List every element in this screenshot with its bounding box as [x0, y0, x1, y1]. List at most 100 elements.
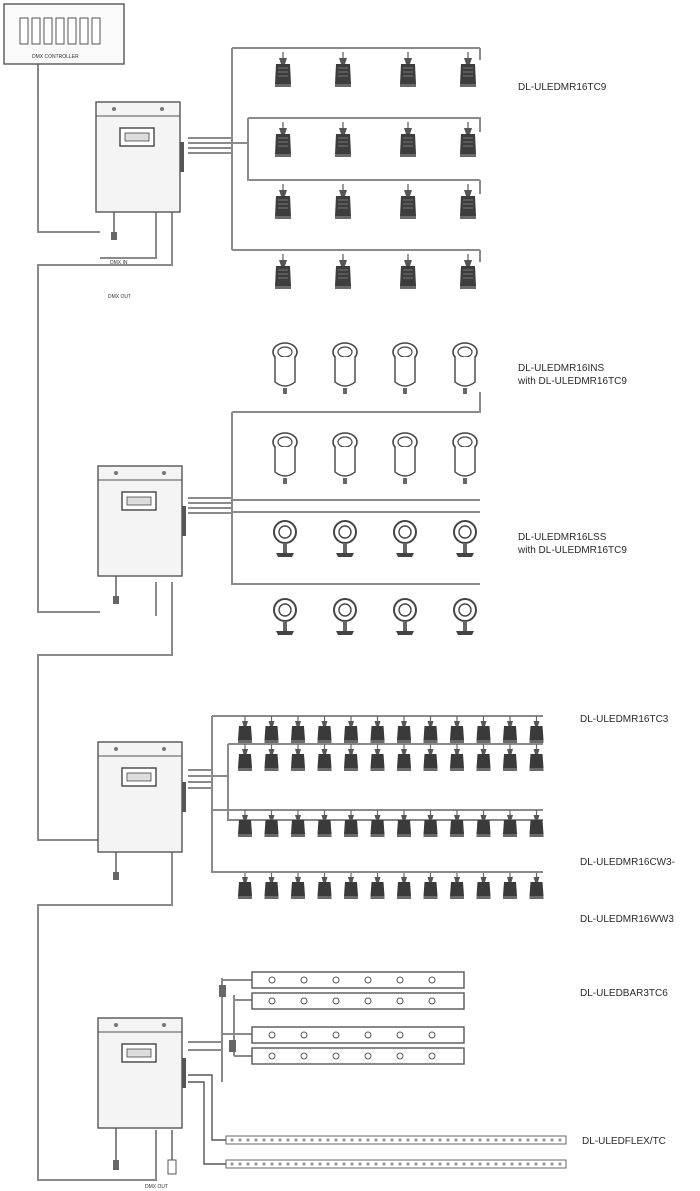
dmx-out-bottom-label: DMX OUT: [145, 1184, 168, 1190]
flex-led: [342, 1138, 346, 1142]
dmx-out-plug: [167, 1159, 177, 1175]
mr16-fixture: [528, 743, 545, 772]
light-bar-3: [251, 1026, 465, 1044]
flex-led: [406, 1138, 410, 1142]
driver-box-1: [95, 101, 185, 240]
flex-led: [238, 1162, 242, 1166]
dmx-in-label: DMX IN: [110, 260, 128, 266]
controller-label: DMX CONTROLLER: [32, 54, 79, 60]
flex-led: [470, 1138, 474, 1142]
flex-led: [310, 1138, 314, 1142]
flex-led: [350, 1162, 354, 1166]
driver-box-4: [97, 1017, 187, 1170]
flex-led: [446, 1138, 450, 1142]
flex-led: [494, 1138, 498, 1142]
flex-led: [230, 1138, 234, 1142]
light-bar-4: [251, 1047, 465, 1065]
group-3-label-a: DL-ULEDMR16TC3: [580, 714, 669, 725]
mr16-fixture: [316, 743, 333, 772]
group-4-connectors: [219, 985, 236, 1052]
flex-led: [302, 1138, 306, 1142]
mr16-fixture: [237, 715, 253, 744]
flex-led: [230, 1162, 234, 1166]
flex-led: [382, 1138, 386, 1142]
flex-led: [398, 1138, 402, 1142]
mr16-fixture: [343, 809, 359, 838]
mr16-fixture: [422, 743, 439, 772]
flex-led: [462, 1138, 466, 1142]
flex-led: [302, 1162, 306, 1166]
flex-led: [262, 1138, 266, 1142]
driver-box-3: [97, 741, 187, 880]
flex-led: [342, 1162, 346, 1166]
mr16-fixture: [422, 871, 439, 900]
flex-led: [542, 1162, 546, 1166]
flex-led: [558, 1138, 562, 1142]
flex-led: [414, 1162, 418, 1166]
flex-led: [270, 1162, 274, 1166]
group-1-wiring: [188, 47, 481, 262]
mr16-fixture: [396, 809, 412, 838]
dmx-controller: DMX CONTROLLER: [3, 3, 125, 65]
mr16-fixture: [502, 715, 518, 744]
mr16-fixture: [502, 871, 518, 900]
flex-led: [262, 1162, 266, 1166]
mr16-fixture: [369, 809, 386, 838]
flex-led: [438, 1138, 442, 1142]
group-3-label-c: DL-ULEDMR16WW3: [580, 914, 674, 925]
group-4-wiring: [188, 978, 252, 1165]
flex-led: [430, 1138, 434, 1142]
mr16-fixture: [263, 809, 280, 838]
flex-led: [414, 1138, 418, 1142]
flex-led: [382, 1162, 386, 1166]
flex-led: [246, 1138, 250, 1142]
mr16-fixture: [316, 871, 333, 900]
flex-led: [542, 1138, 546, 1142]
mr16-fixture: [237, 809, 253, 838]
mr16-fixture: [449, 743, 465, 772]
group-2-label-b-2: with DL-ULEDMR16TC9: [517, 545, 627, 556]
mr16-fixture: [263, 715, 280, 744]
mr16-fixture: [449, 715, 465, 744]
flex-led: [318, 1138, 322, 1142]
flex-led: [422, 1138, 426, 1142]
group-4-label-flex: DL-ULEDFLEX/TC: [582, 1136, 666, 1147]
flex-led: [518, 1162, 522, 1166]
flex-led: [294, 1138, 298, 1142]
flex-led: [334, 1138, 338, 1142]
flex-strip: [225, 1159, 567, 1169]
mr16-fixture: [528, 809, 545, 838]
flex-led: [470, 1162, 474, 1166]
flex-led: [294, 1162, 298, 1166]
flex-led: [550, 1162, 554, 1166]
flex-led: [326, 1138, 330, 1142]
group-1-label: DL-ULEDMR16TC9: [518, 82, 607, 93]
flex-led: [478, 1162, 482, 1166]
flex-led: [526, 1162, 530, 1166]
flex-led: [510, 1138, 514, 1142]
mr16-fixture: [502, 743, 518, 772]
flex-led: [358, 1138, 362, 1142]
group-3-wiring: [188, 715, 543, 821]
flex-led: [430, 1162, 434, 1166]
mr16-fixture: [290, 809, 306, 838]
flex-led: [510, 1162, 514, 1166]
flex-led: [518, 1138, 522, 1142]
light-bar-2: [251, 992, 465, 1010]
flex-led: [438, 1162, 442, 1166]
mr16-fixture: [290, 871, 306, 900]
flex-led: [246, 1162, 250, 1166]
mr16-fixture: [528, 871, 545, 900]
flex-led: [502, 1138, 506, 1142]
mr16-fixture: [449, 871, 465, 900]
mr16-fixture: [502, 809, 518, 838]
mr16-fixture: [343, 743, 359, 772]
flex-led: [398, 1162, 402, 1166]
flex-led: [478, 1138, 482, 1142]
flex-led: [454, 1162, 458, 1166]
light-bar-1: [251, 971, 465, 989]
dmx-out-label: DMX OUT: [108, 294, 131, 300]
mr16-fixture: [475, 715, 492, 744]
flex-led: [526, 1138, 530, 1142]
group-2-fixtures: [272, 342, 478, 636]
